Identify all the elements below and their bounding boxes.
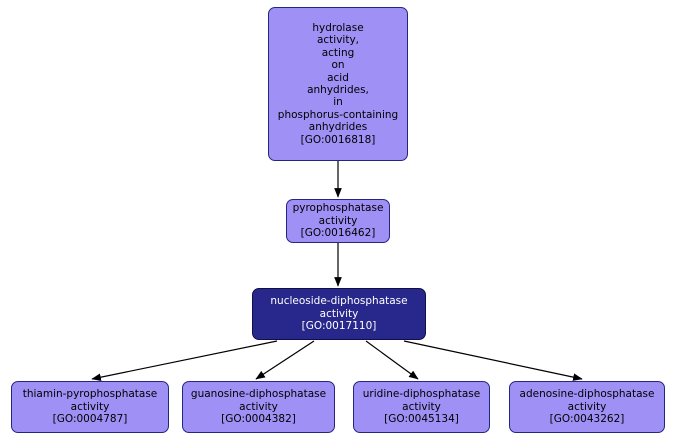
go-term-label-line: activity <box>239 400 278 413</box>
go-term-label-line: activity <box>70 400 110 413</box>
go-term-label-line: hydrolase <box>312 21 364 34</box>
go-term-label-line: nucleoside-diphosphatase <box>270 295 408 308</box>
go-term-label-line: activity <box>567 400 607 413</box>
go-accession-label: [GO:0043262] <box>549 413 625 426</box>
go-term-label-line: activity <box>318 214 358 227</box>
go-term-label-line: anhydrides <box>308 121 368 134</box>
go-term-label-line: activity, <box>316 34 360 47</box>
go-term-label-line: adenosine-diphosphatase <box>519 388 655 401</box>
go-accession-label: [GO:0017110] <box>301 320 377 333</box>
go-term-label-line: activity <box>402 400 441 413</box>
go-term-label-line: anhydrides, <box>307 84 369 96</box>
go-accession-label: [GO:0045134] <box>384 413 459 426</box>
go-term-label-line: phosphorus-containing <box>277 108 399 121</box>
go-term-label-line: in <box>333 96 343 109</box>
go-term-label-line: on <box>331 59 345 72</box>
edge-GO0017110-to-GO0004787 <box>91 340 278 381</box>
go-term-label-line: guanosine-diphosphatase <box>190 388 327 401</box>
edge-GO0017110-to-GO0045134 <box>365 340 419 380</box>
go-term-label-line: activity <box>319 307 359 320</box>
edge-GO0017110-to-GO0004382 <box>255 340 315 380</box>
go-term-label-line: acid <box>327 71 349 84</box>
go-accession-label: [GO:0004382] <box>221 413 296 426</box>
go-term-label-line: acting <box>321 46 355 59</box>
go-term-label-line: thiamin-pyrophosphatase <box>22 388 158 401</box>
go-accession-label: [GO:0004787] <box>52 413 128 426</box>
go-accession-label: [GO:0016818] <box>300 133 376 146</box>
go-term-label-line: pyrophosphatase <box>292 202 384 215</box>
go-term-label-line: uridine-diphosphatase <box>362 388 481 401</box>
go-accession-label: [GO:0016462] <box>300 227 376 240</box>
edge-GO0017110-to-GO0043262 <box>403 340 583 381</box>
